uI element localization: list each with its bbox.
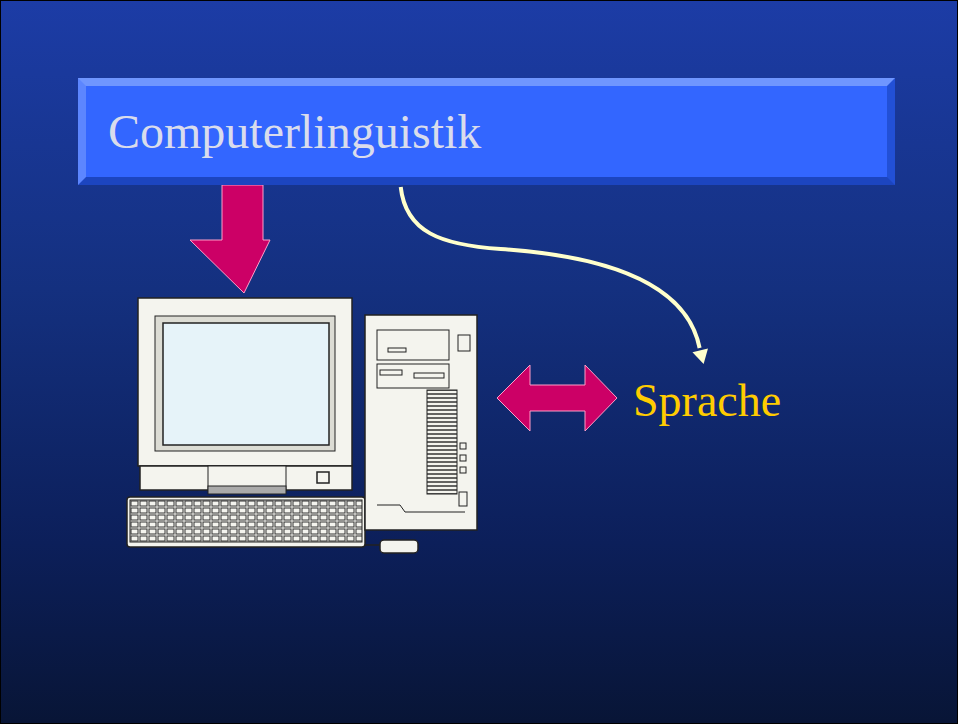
title-text: Computerlinguistik xyxy=(108,104,481,159)
down-arrow xyxy=(190,185,270,293)
connector-line xyxy=(401,187,700,348)
label-text: Sprache xyxy=(633,374,784,427)
arrow-head xyxy=(692,348,708,364)
double-arrow xyxy=(497,365,617,431)
language-label: Sprache xyxy=(627,370,790,431)
curved-connector xyxy=(401,187,708,364)
title-band: Computerlinguistik xyxy=(78,78,895,185)
